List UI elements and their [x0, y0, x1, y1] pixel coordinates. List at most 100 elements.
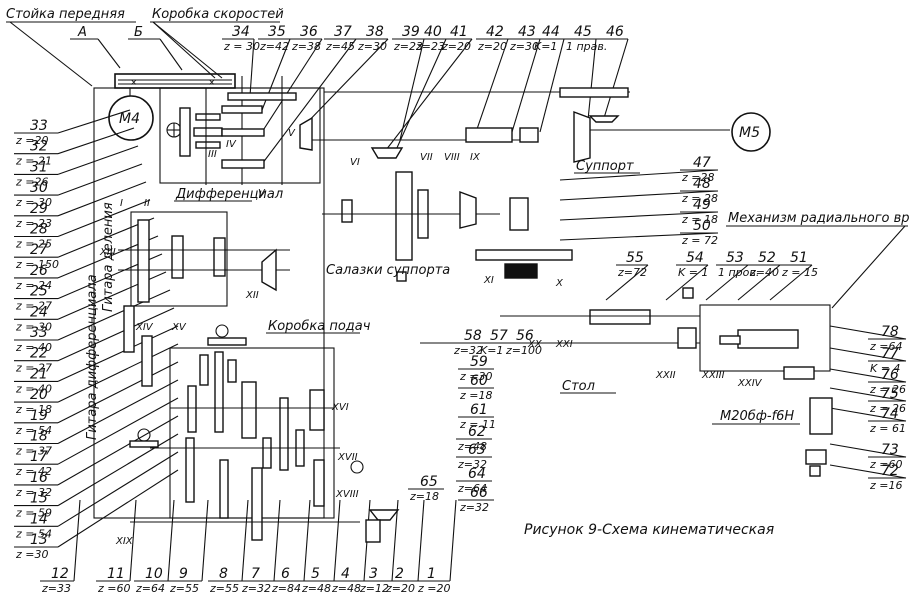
- support-slide: М5 VI VII VIII IX Салазки суппорта: [299, 87, 771, 282]
- shaft-xv-label: XV: [171, 322, 187, 333]
- gear-number: 40: [424, 24, 442, 40]
- gear-number: 66: [470, 485, 488, 501]
- gear-callout-3: 3z=12: [358, 499, 399, 595]
- gear-number: 36: [300, 24, 318, 40]
- hydro-cylinder-label: М20бф-f6H: [720, 409, 794, 424]
- gear-callout-44: 44K=1: [532, 24, 565, 133]
- gear-teeth: z = 28: [681, 192, 718, 205]
- gear-teeth: z=30: [357, 40, 387, 53]
- gear-teeth: z = 27: [15, 362, 52, 375]
- speed-box-label: Коробка скоростей: [152, 7, 284, 22]
- gear-callout-63: 63z=32: [456, 442, 492, 471]
- gear-number: 37: [334, 24, 352, 40]
- gear-callout-75: 75z = 26: [829, 386, 907, 415]
- gear-teeth: z=18: [409, 490, 439, 503]
- gear-number: 39: [402, 24, 420, 40]
- gear-callout-76: 76z = 26: [829, 367, 907, 396]
- guitars: Гитара деления Гитара дифференциала XIV …: [85, 202, 187, 440]
- gear-number: 49: [693, 197, 711, 213]
- gear-teeth: z=55: [209, 582, 239, 595]
- support-slide-label: Салазки суппорта: [326, 263, 450, 278]
- shaft-viii-label: VIII: [444, 152, 460, 163]
- gear-number: 25: [30, 284, 48, 300]
- gear-number: 17: [30, 449, 48, 465]
- gear-number: 60: [470, 373, 488, 389]
- gear-callout-14: 14z = 54: [14, 451, 179, 540]
- gear-teeth: z = 30: [15, 320, 52, 333]
- gear-teeth: z = 27: [15, 300, 52, 313]
- gear-callout-35: 35z=42: [258, 24, 291, 111]
- gear-callout-66: 66z=32: [458, 485, 494, 514]
- support-label: Суппорт: [576, 159, 634, 174]
- gear-number: 19: [30, 408, 48, 424]
- gear-callout-73: 73z =60: [829, 442, 907, 471]
- gear-callout-21: 21z = 40: [14, 325, 179, 395]
- gear-teeth: z =60: [97, 582, 130, 595]
- gear-teeth: z = 26: [869, 402, 906, 415]
- gear-number: 6: [281, 566, 290, 582]
- gear-number: 61: [470, 402, 488, 418]
- gear-callout-59: 59z =30: [458, 354, 494, 383]
- gear-teeth: z =18: [459, 389, 492, 402]
- gear-teeth: z = 54: [15, 424, 52, 437]
- gear-teeth: z = 21: [15, 155, 52, 168]
- gear-number: 31: [30, 159, 48, 175]
- gear-teeth: z = 25: [15, 238, 52, 251]
- gear-teeth: z=20: [385, 582, 415, 595]
- differential: Дифференциал V I II XIII XII: [99, 187, 290, 307]
- gear-teeth: z = 18: [681, 213, 718, 226]
- gear-number: 18: [30, 429, 48, 445]
- gear-callout-22: 22z = 27: [14, 307, 175, 375]
- gear-teeth: z =64: [869, 340, 902, 353]
- bevel-gear-45: [573, 110, 591, 163]
- gear-teeth: z=23: [393, 40, 423, 53]
- gear-callout-10: 10z=64: [134, 499, 175, 595]
- gear-teeth: z=55: [169, 582, 199, 595]
- bevel-gear-41: [370, 147, 404, 159]
- gear-number: 30: [30, 180, 48, 196]
- table-label: Стол: [562, 379, 595, 394]
- gear-teeth: z = 42: [15, 465, 52, 478]
- feed-box-label: Коробка подач: [268, 319, 371, 334]
- shaft-v-label: V: [288, 128, 296, 139]
- front-column-label: Стойка передняя: [6, 7, 125, 22]
- speed-box: III IV V: [159, 76, 321, 185]
- gear-teeth: z=23: [415, 40, 445, 53]
- gear-teeth: z = 59: [15, 507, 52, 520]
- gear-teeth: z = 30: [223, 40, 260, 53]
- gear-teeth: z = 61: [869, 422, 906, 435]
- gear-teeth: z = 72: [681, 234, 718, 247]
- belt-x-mark: ×: [208, 78, 216, 88]
- gear-callout-34: 34z = 30: [222, 24, 260, 97]
- gear-teeth: z =16: [869, 479, 902, 492]
- shaft-vii-label: VII: [420, 152, 433, 163]
- shaft-xxii-label: XXII: [655, 370, 676, 381]
- gear-teeth: z = 24: [15, 279, 52, 292]
- gear-number: 10: [145, 566, 163, 582]
- front-column-label-group: Стойка передняя: [6, 7, 136, 87]
- gear-callout-46: 46: [596, 24, 629, 119]
- gear-number: 11: [107, 566, 125, 582]
- gear-teeth: K=1: [534, 40, 557, 53]
- gear-number: 35: [268, 24, 286, 40]
- gear-number: 12: [51, 566, 69, 582]
- front-column: × × М4: [93, 73, 325, 519]
- gear-callout-5: 5z=48: [300, 499, 341, 595]
- gear-callout-9: 9z=55: [168, 499, 209, 595]
- figure-caption: Рисунок 9-Схема кинематическая: [524, 522, 774, 538]
- shaft-xiii-label: XIII: [99, 247, 116, 258]
- gear-number: 13: [30, 532, 48, 548]
- gear-number: 64: [468, 466, 486, 482]
- gear-callout-28: 28z = 25: [14, 199, 151, 251]
- gear-number: 57: [490, 328, 508, 344]
- gear-teeth: K = 4: [870, 362, 900, 375]
- shaft-xviii-label: XVIII: [335, 489, 359, 500]
- gear-number: 54: [686, 250, 704, 266]
- gear-callout-7: 7z=32: [240, 499, 281, 595]
- gear-teeth: z =60: [869, 458, 902, 471]
- gear-callout-8: 8z=55: [208, 499, 249, 595]
- gear-teeth: z=48: [457, 440, 487, 453]
- worm-49: [509, 197, 529, 231]
- shaft-xiv-label: XIV: [135, 322, 154, 333]
